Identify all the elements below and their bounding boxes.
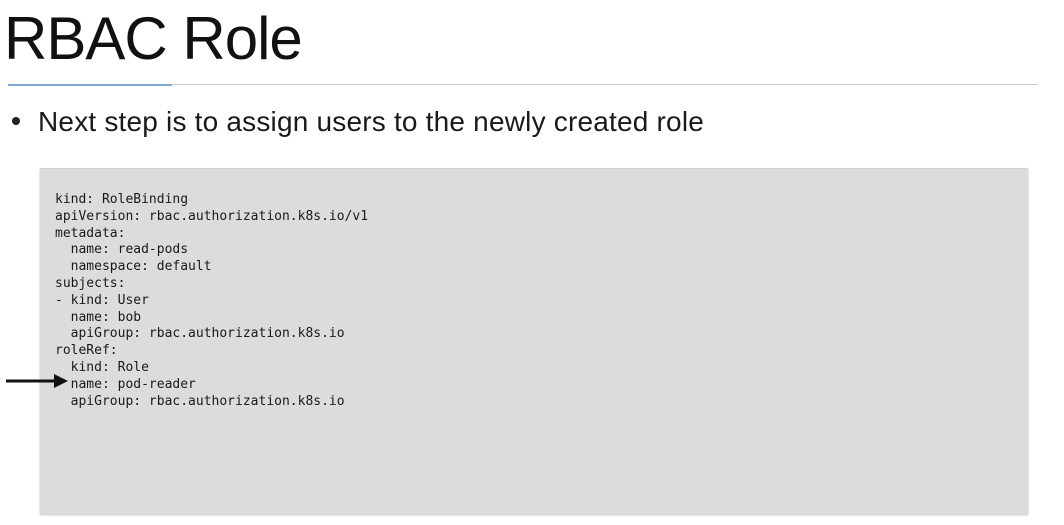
- code-line: - kind: User: [55, 292, 149, 308]
- code-block: kind: RoleBinding apiVersion: rbac.autho…: [40, 168, 1028, 514]
- title-divider: [8, 84, 1038, 85]
- bullet-text: Next step is to assign users to the newl…: [38, 106, 705, 137]
- code-line: kind: Role: [55, 359, 149, 375]
- code-line: apiGroup: rbac.authorization.k8s.io: [55, 326, 345, 342]
- code-line: name: bob: [55, 309, 142, 325]
- code-line: kind: RoleBinding: [55, 192, 189, 207]
- code-line: metadata:: [55, 225, 126, 241]
- arrow-right-icon: [6, 374, 68, 388]
- code-line: apiGroup: rbac.authorization.k8s.io: [55, 393, 345, 409]
- slide-title: RBAC Role: [4, 5, 303, 72]
- code-line: subjects:: [55, 275, 126, 291]
- bullet-dot-icon: [12, 117, 20, 125]
- code-line: namespace: default: [55, 259, 212, 275]
- title-accent-bar: [8, 84, 172, 86]
- bullet-item: Next step is to assign users to the newl…: [12, 106, 704, 138]
- code-line: apiVersion: rbac.authorization.k8s.io/v1: [55, 208, 369, 224]
- code-line: name: read-pods: [55, 242, 189, 258]
- code-line-highlighted: name: pod-reader: [55, 376, 196, 392]
- code-line: roleRef:: [55, 343, 118, 359]
